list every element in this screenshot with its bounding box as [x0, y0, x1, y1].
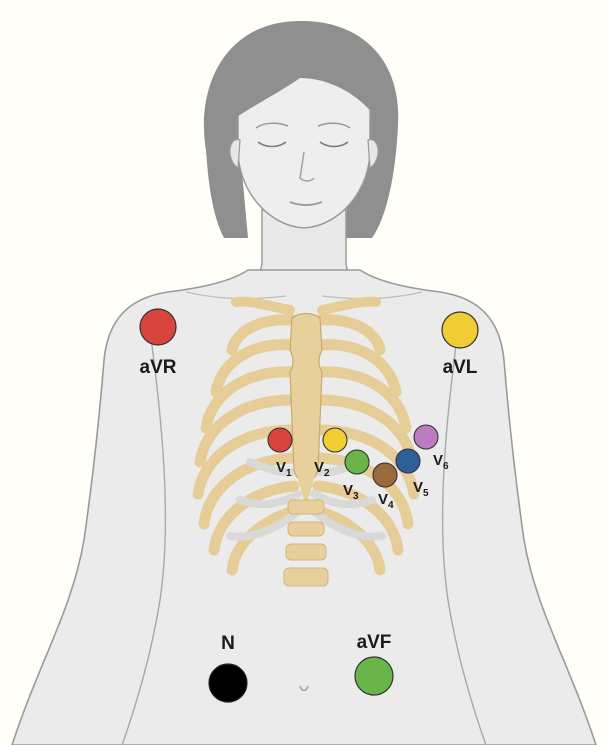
v4-electrode-dot [373, 463, 397, 487]
avr-electrode-dot [140, 309, 176, 345]
v4-subscript: 4 [388, 500, 394, 511]
v1-letter: V [276, 459, 286, 476]
v1-subscript: 1 [286, 468, 292, 479]
v3-subscript: 3 [353, 491, 359, 502]
v1-electrode-dot [268, 428, 292, 452]
v6-subscript: 6 [443, 461, 449, 472]
v4-letter: V [378, 491, 388, 508]
avr-label: aVR [140, 357, 177, 378]
avl-label: aVL [443, 357, 478, 378]
v6-letter: V [433, 452, 443, 469]
n-electrode-dot [209, 664, 247, 702]
v3-letter: V [343, 482, 353, 499]
avf-label: aVF [357, 632, 392, 653]
v5-electrode-dot [396, 449, 420, 473]
v2-letter: V [314, 459, 324, 476]
n-label: N [221, 633, 235, 654]
v5-letter: V [413, 479, 423, 496]
avl-electrode-dot [442, 312, 478, 348]
v6-electrode-dot [414, 425, 438, 449]
avf-electrode-dot [355, 657, 393, 695]
v5-subscript: 5 [423, 488, 429, 499]
v2-electrode-dot [323, 428, 347, 452]
electrode-avf: aVF [355, 632, 393, 695]
sternum [290, 314, 322, 483]
v3-electrode-dot [345, 450, 369, 474]
v2-subscript: 2 [324, 468, 330, 479]
